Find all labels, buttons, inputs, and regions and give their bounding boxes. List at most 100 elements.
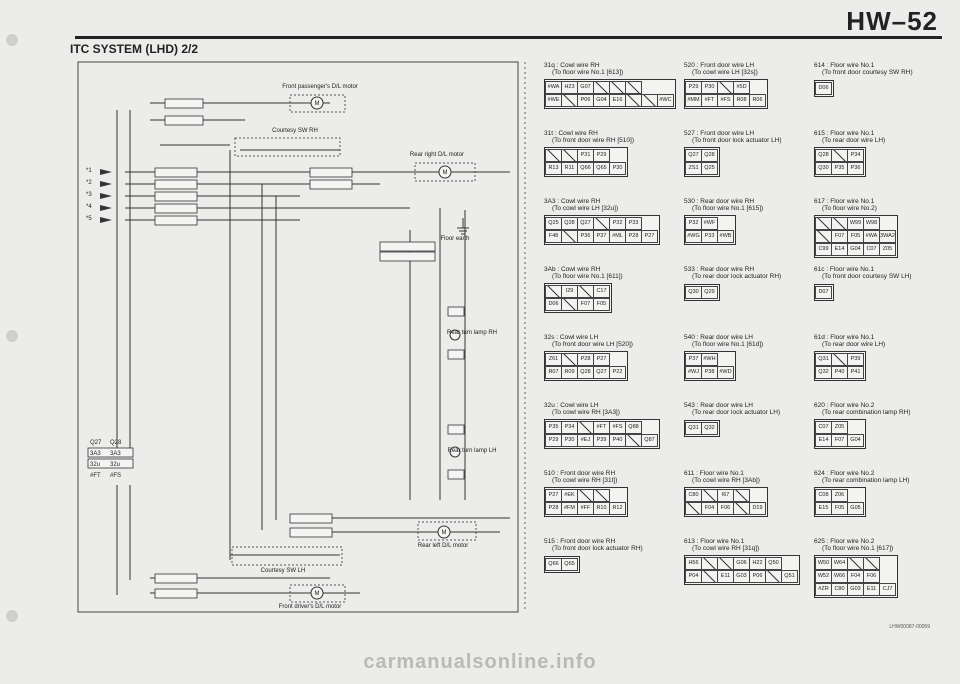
connector-pin: P29 — [545, 434, 562, 447]
connector-subtitle: (To cowl wire RH [31t]) — [552, 477, 618, 484]
input-label: *5 — [86, 216, 92, 222]
connector-pin: R11 — [561, 162, 578, 175]
input-label: *1 — [86, 168, 92, 174]
connector-title: 510 : Front door wire RH — [544, 470, 616, 477]
connector-pin: ZS1 — [685, 162, 702, 175]
connector-pin: H22 — [749, 557, 766, 570]
connector-pin: G03 — [847, 583, 864, 596]
connector-pin: Q65 — [561, 558, 578, 571]
component-outlines — [231, 94, 477, 603]
connector-pin: #WG — [685, 230, 702, 243]
connector-pin — [545, 149, 562, 162]
connector-pin: F05 — [831, 502, 848, 515]
connector-panel: 533 : Rear door wire RH(To rear door loc… — [670, 266, 810, 301]
connector-panel: 617 : Floor wire No.1(To floor wire No.2… — [800, 198, 940, 258]
connector-pin: #FS — [609, 421, 626, 434]
connector-pin — [831, 217, 848, 230]
connector-grid: D06 — [814, 80, 834, 97]
connector-pin: P38 — [701, 366, 718, 379]
connector-pin — [641, 94, 658, 107]
connector-pin: Q88 — [625, 421, 642, 434]
connector-pin: P40 — [831, 366, 848, 379]
connector-pin — [685, 502, 702, 515]
connector-pin: R07 — [545, 366, 562, 379]
connector-pin: I67 — [717, 489, 734, 502]
binder-hole — [6, 610, 18, 622]
connector-pin: P04 — [685, 570, 702, 583]
connector-panel: 32u : Cowl wire LH(To cowl wire RH [3A3]… — [530, 402, 670, 449]
connector-pin: P40 — [609, 434, 626, 447]
connector-pin: Q50 — [765, 557, 782, 570]
connector-pin: R09 — [561, 366, 578, 379]
left-block-label: #FT — [90, 473, 101, 479]
connector-pin: P39 — [593, 434, 610, 447]
connector-title: 61d : Floor wire No.1 — [814, 334, 875, 341]
connector-panel: 620 : Floor wire No.2(To rear combinatio… — [800, 402, 940, 449]
connector-panel: 614 : Floor wire No.1(To front door cour… — [800, 62, 940, 97]
connector-pin — [717, 557, 734, 570]
connector-pin: G06 — [733, 557, 750, 570]
left-panel-frame — [77, 61, 519, 613]
connector-pin: Q27 — [593, 366, 610, 379]
connector-subtitle: (To cowl wire RH [3Ab]) — [692, 477, 760, 484]
connector-pin: F05 — [847, 230, 864, 243]
connector-pin: I29 — [561, 285, 578, 298]
connector-pin: P28 — [545, 502, 562, 515]
connector-pin: Z61 — [545, 353, 562, 366]
connector-subtitle: (To floor wire No.1 [615]) — [692, 205, 764, 212]
connector-pin: C07 — [815, 421, 832, 434]
connector-pin: #WE — [545, 94, 562, 107]
connector-pin: P06 — [577, 94, 594, 107]
connector-pin: Q65 — [593, 162, 610, 175]
connector-subtitle: (To floor wire No.1 [613]) — [552, 69, 624, 76]
connector-title: 620 : Floor wire No.2 — [814, 402, 875, 409]
connector-subtitle: (To front door courtesy SW LH) — [822, 273, 912, 280]
connector-pin: #ML — [609, 230, 626, 243]
connector-pin: Q87 — [641, 434, 658, 447]
component-label: Courtesy SW RH — [272, 128, 318, 134]
connector-pin: P29 — [685, 81, 702, 94]
connector-title: 31q : Cowl wire RH — [544, 62, 600, 69]
connector-pin — [625, 81, 642, 94]
connector-title: 32s : Cowl wire LH — [544, 334, 599, 341]
header-rule — [75, 36, 942, 39]
connector-title: 520 : Front door wire LH — [684, 62, 755, 69]
connector-title: 613 : Floor wire No.1 — [684, 538, 745, 545]
connector-pin: P33 — [701, 230, 718, 243]
connector-subtitle: (To rear combination lamp RH) — [822, 409, 911, 416]
connector-pin: Q66 — [577, 162, 594, 175]
connector-pin: F48 — [545, 230, 562, 243]
connector-pin: #WA — [545, 81, 562, 94]
connector-subtitle: (To rear door wire LH) — [822, 137, 886, 144]
connector-pin: P36 — [577, 230, 594, 243]
connector-pin: W98 — [863, 217, 880, 230]
connector-pin: F04 — [701, 502, 718, 515]
connector-title: 614 : Floor wire No.1 — [814, 62, 875, 69]
connector-pin: #FT — [701, 94, 718, 107]
connector-pin: P32 — [685, 217, 702, 230]
connector-pin — [831, 353, 848, 366]
connector-pin: #WB — [717, 230, 734, 243]
